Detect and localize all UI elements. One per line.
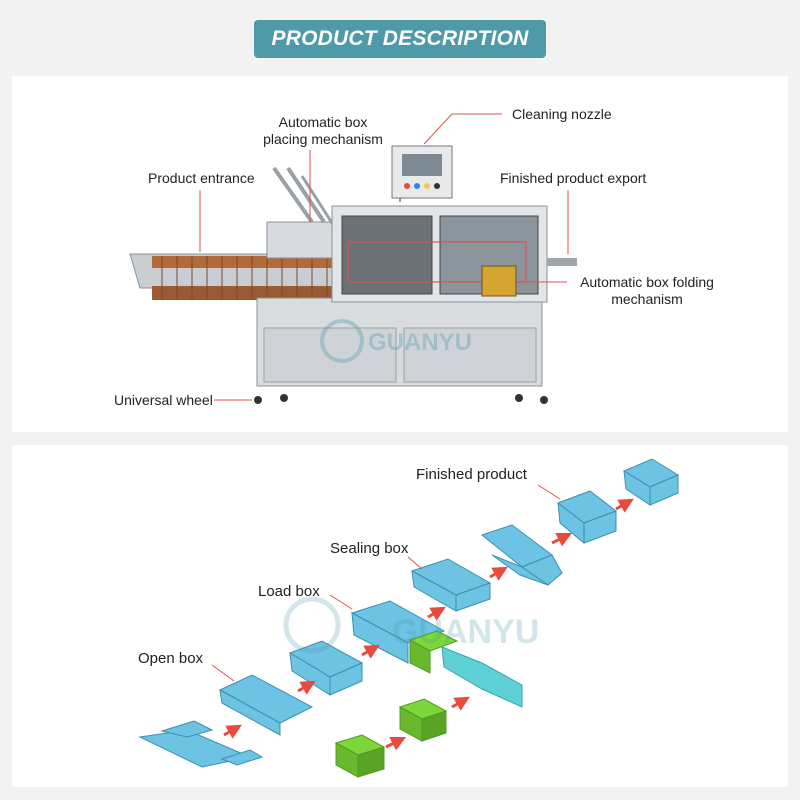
label-universal-wheel: Universal wheel: [114, 392, 213, 408]
label-finished-product: Finished product: [416, 466, 527, 483]
control-panel: [391, 145, 453, 202]
sealing-box: [410, 558, 492, 612]
folding-box: [288, 640, 364, 696]
sealed-box: [556, 490, 618, 545]
section-title: PRODUCT DESCRIPTION: [271, 27, 529, 50]
box-magazine: [266, 166, 336, 259]
machine-illustration: GUANYU: [129, 113, 577, 404]
watermark-logo: GUANYU: [320, 319, 472, 363]
section-title-banner: PRODUCT DESCRIPTION: [254, 20, 546, 58]
process-watermark-logo: GUANYU: [283, 596, 539, 654]
leader-lines: [199, 113, 569, 401]
process-leader-lines: [211, 484, 561, 682]
machine-cabinet: [256, 205, 577, 387]
label-load-box: Load box: [258, 583, 320, 600]
product-items: [334, 698, 448, 778]
process-panel: GUANYU Finished product Sealing box Load…: [12, 445, 788, 787]
flat-box-blank: [138, 720, 264, 768]
label-cleaning-nozzle: Cleaning nozzle: [512, 106, 612, 122]
load-box: [350, 600, 523, 708]
svg-text:GUANYU: GUANYU: [392, 613, 539, 651]
closing-box: [480, 524, 563, 586]
label-product-entrance: Product entrance: [148, 170, 255, 186]
open-box: [218, 674, 314, 736]
svg-text:GUANYU: GUANYU: [368, 329, 472, 356]
label-open-box: Open box: [138, 650, 204, 667]
finished-product-box: [622, 458, 680, 506]
label-finished-export: Finished product export: [500, 170, 647, 186]
flow-arrows: [223, 498, 634, 751]
universal-wheels: [254, 394, 548, 404]
infeed-conveyor: [129, 253, 343, 300]
label-sealing-box: Sealing box: [330, 540, 409, 557]
process-diagram: GUANYU: [138, 458, 680, 778]
